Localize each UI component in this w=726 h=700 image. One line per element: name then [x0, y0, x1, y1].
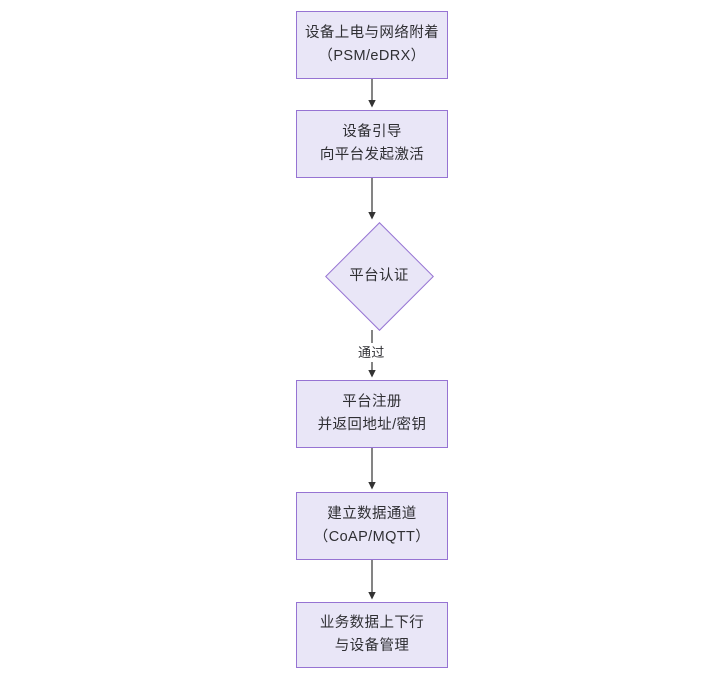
node-service-data[interactable]: 业务数据上下行 与设备管理	[296, 602, 448, 668]
node-power-on-line-1: 设备上电与网络附着	[304, 25, 440, 41]
node-bootstrap-line-1: 设备引导	[342, 124, 402, 140]
node-register-line-1: 平台注册	[342, 394, 402, 410]
node-service-data-line-2: 与设备管理	[334, 638, 410, 654]
node-register[interactable]: 平台注册 并返回地址/密钥	[296, 380, 448, 448]
node-data-channel-line-2: （CoAP/MQTT）	[313, 529, 431, 545]
node-auth-label: 平台认证	[349, 268, 409, 284]
node-data-channel[interactable]: 建立数据通道 （CoAP/MQTT）	[296, 492, 448, 560]
node-bootstrap-line-2: 向平台发起激活	[319, 147, 425, 163]
node-service-data-line-1: 业务数据上下行	[319, 615, 425, 631]
node-power-on[interactable]: 设备上电与网络附着 （PSM/eDRX）	[296, 11, 448, 79]
node-register-line-2: 并返回地址/密钥	[317, 417, 427, 433]
node-auth-decision[interactable]: 平台认证	[324, 221, 434, 331]
node-data-channel-line-1: 建立数据通道	[327, 506, 417, 522]
node-power-on-line-2: （PSM/eDRX）	[318, 48, 426, 64]
edge-label-pass: 通过	[355, 343, 388, 362]
node-bootstrap[interactable]: 设备引导 向平台发起激活	[296, 110, 448, 178]
